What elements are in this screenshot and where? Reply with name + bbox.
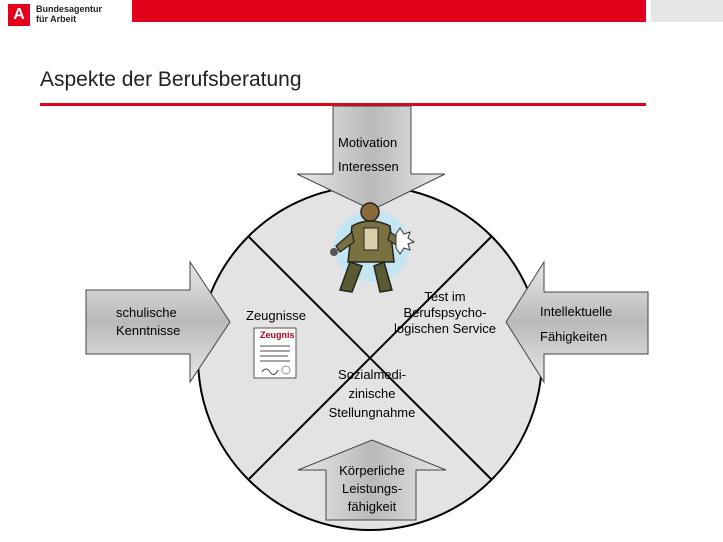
segment-label-sozial-line2: zinische: [348, 386, 396, 401]
right-arrow: [505, 260, 649, 384]
divider-line: [247, 235, 493, 481]
header-grey-bar: [651, 0, 723, 22]
agency-logo[interactable]: A Bundesagentur für Arbeit: [8, 4, 108, 26]
segment-label-sozial-line3: Stellungnahme: [328, 405, 416, 420]
top-arrow-label-motivation: Motivation: [338, 135, 398, 150]
agency-logo-icon: A: [8, 4, 30, 26]
bottom-arrow: [297, 439, 447, 521]
bottom-arrow-label-line3: fähigkeit: [347, 499, 397, 514]
right-arrow-label-line1: Intellektuelle: [540, 304, 613, 319]
agency-logo-text: Bundesagentur für Arbeit: [36, 4, 102, 24]
top-arrow: [296, 105, 446, 211]
bottom-arrow-label-line2: Leistungs-: [342, 481, 402, 496]
segment-label-sozial-line1: Sozialmedi-: [338, 367, 406, 382]
left-arrow-label-line1: schulische: [116, 305, 177, 320]
top-arrow-label-interessen: Interessen: [338, 159, 399, 174]
title-divider: [40, 103, 646, 106]
segment-label-test-line1: Test im: [424, 289, 466, 304]
logo-text-line2: für Arbeit: [36, 14, 77, 24]
segment-label-test-line3: logischen Service: [394, 321, 496, 336]
segment-label-test-line2: Berufspsycho-: [403, 305, 487, 320]
right-arrow-label-line2: Fähigkeiten: [540, 329, 608, 344]
bottom-arrow-label-line1: Körperliche: [339, 463, 405, 478]
page-title: Aspekte der Berufsberatung: [40, 68, 302, 91]
certificate-document-icon: [253, 327, 297, 379]
logo-text-line1: Bundesagentur: [36, 4, 103, 14]
header-red-bar: [132, 0, 646, 22]
worker-illustration: [330, 202, 416, 293]
segment-label-zeugnisse: Zeugnisse: [246, 308, 306, 323]
left-arrow: [85, 260, 231, 384]
certificate-title: Zeugnis: [260, 330, 295, 340]
left-arrow-label-line2: Kenntnisse: [116, 323, 181, 338]
